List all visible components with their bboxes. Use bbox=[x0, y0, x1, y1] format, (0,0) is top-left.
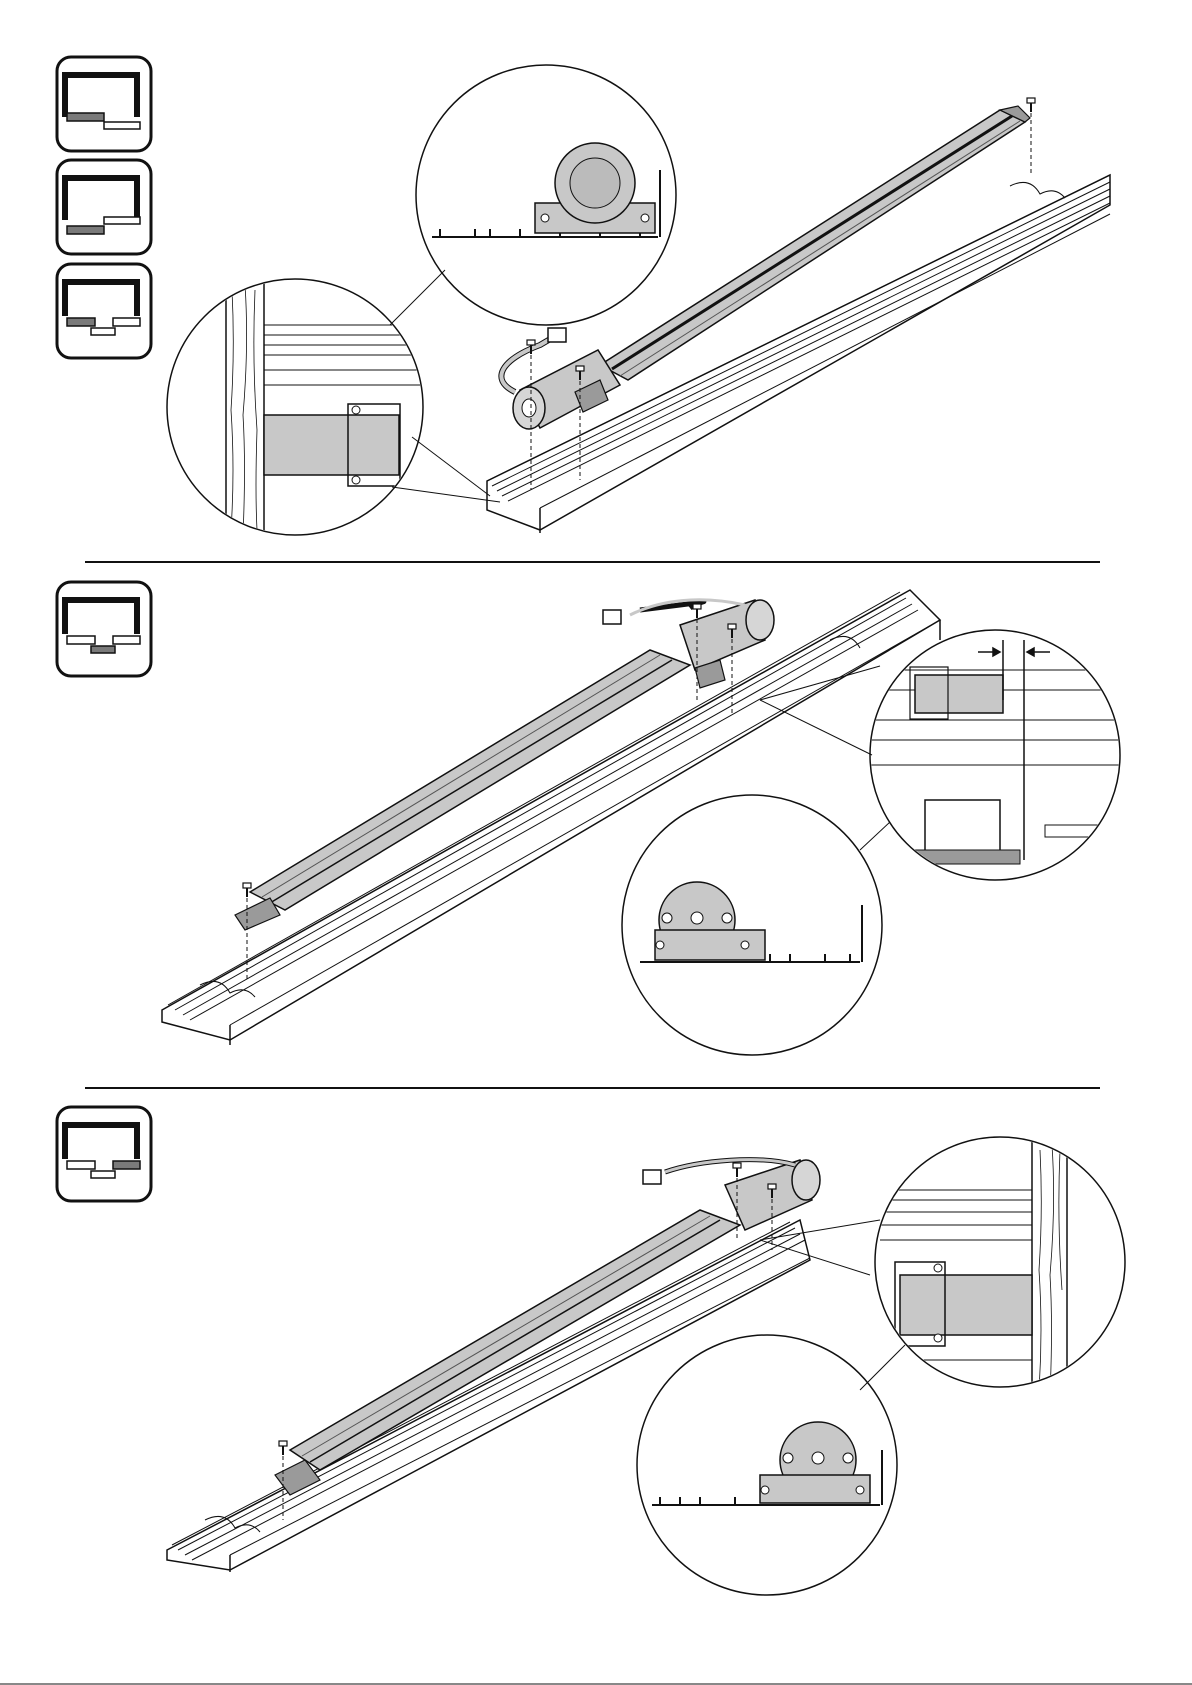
door-config-icon-left-leaf-offset bbox=[57, 160, 151, 254]
detail-view-motor-end bbox=[416, 65, 676, 325]
detail-view-wall-mount bbox=[167, 270, 500, 540]
door-config-icon-center-leaf bbox=[57, 582, 151, 676]
panel-3 bbox=[57, 1107, 1125, 1595]
detail-view-motor-end bbox=[622, 795, 890, 1055]
door-config-icon-right-leaf bbox=[57, 1107, 151, 1201]
panel-1 bbox=[57, 57, 1110, 540]
panel-2 bbox=[57, 582, 1125, 1055]
door-config-icon-left-leaf-three-part bbox=[57, 264, 151, 358]
detail-view-motor-end bbox=[637, 1335, 905, 1595]
door-config-icon-left-leaf bbox=[57, 57, 151, 151]
